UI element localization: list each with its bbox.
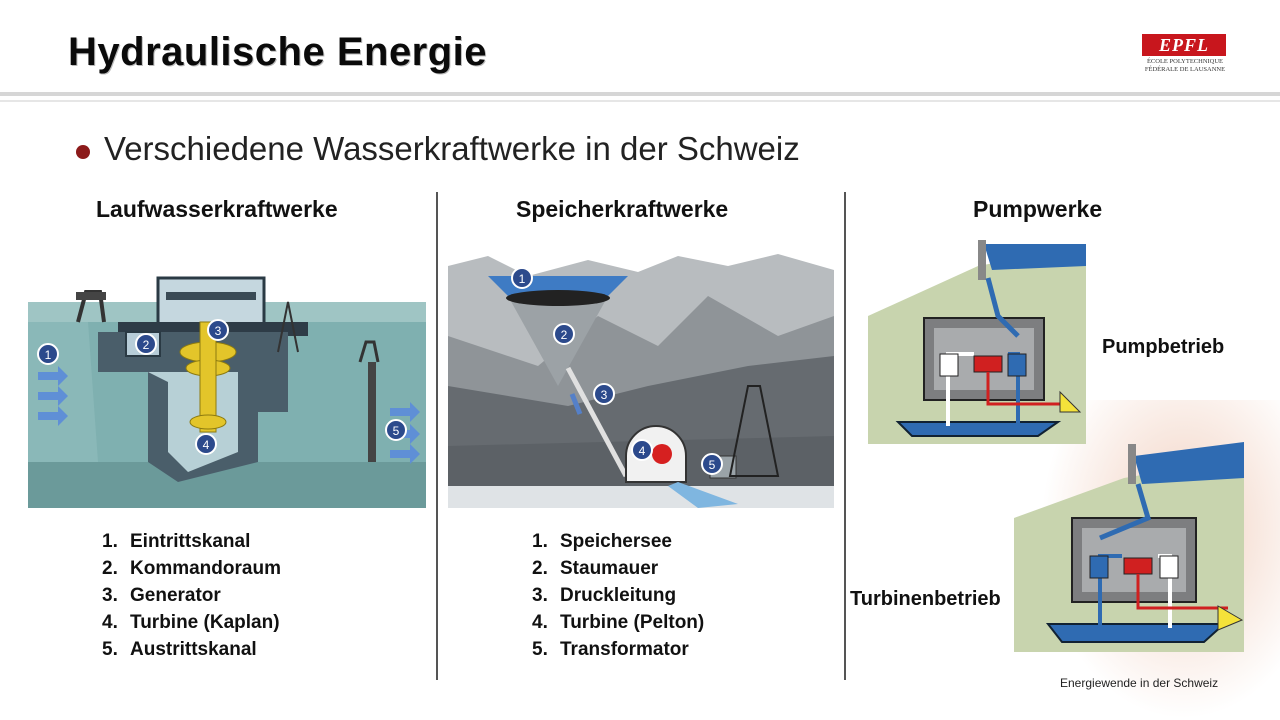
marker-5: 5: [701, 453, 723, 475]
run-of-river-diagram: 1 2 3 4 5: [28, 276, 426, 508]
storage-list: 1.Speichersee 2.Staumauer 3.Druckleitung…: [532, 528, 704, 663]
pump-mode-diagram: [868, 240, 1086, 444]
footer-text: Energiewende in der Schweiz: [1060, 676, 1219, 690]
col-title-storage: Speicherkraftwerke: [516, 196, 729, 222]
svg-text:3: 3: [601, 388, 608, 402]
svg-text:4: 4: [203, 438, 210, 452]
marker-3: 3: [207, 319, 229, 341]
turbine-mode-diagram: [1014, 442, 1244, 652]
column-divider: [436, 192, 438, 680]
marker-2: 2: [553, 323, 575, 345]
turbine-mode-label: Turbinenbetrieb: [850, 588, 1001, 610]
run-of-river-list: 1.Eintrittskanal 2.Kommandoraum 3.Genera…: [102, 528, 281, 663]
list-item: 1.Eintrittskanal: [102, 531, 251, 552]
header-rule: [0, 92, 1280, 96]
col-title-run-of-river: Laufwasserkraftwerke: [96, 196, 338, 222]
slide-title: Hydraulische Energie: [68, 30, 488, 74]
marker-5: 5: [385, 419, 407, 441]
svg-text:1: 1: [519, 272, 526, 286]
marker-4: 4: [195, 433, 217, 455]
svg-text:4: 4: [639, 444, 646, 458]
epfl-logo: EPFL ÉCOLE POLYTECHNIQUE FÉDÉRALE DE LAU…: [1142, 34, 1228, 76]
svg-text:2: 2: [561, 328, 568, 342]
marker-1: 1: [511, 267, 533, 289]
slide-subtitle: Verschiedene Wasserkraftwerke in der Sch…: [104, 130, 800, 167]
svg-text:2: 2: [143, 338, 150, 352]
marker-1: 1: [37, 343, 59, 365]
list-item: 4.Turbine (Pelton): [532, 612, 705, 633]
list-item: 5.Transformator: [532, 639, 689, 660]
marker-3: 3: [593, 383, 615, 405]
list-item: 2.Kommandoraum: [102, 558, 281, 579]
list-item: 4.Turbine (Kaplan): [102, 612, 280, 633]
logo-subtitle: ÉCOLE POLYTECHNIQUE FÉDÉRALE DE LAUSANNE: [1144, 58, 1226, 73]
svg-text:3: 3: [215, 324, 222, 338]
bullet-dot: [76, 145, 90, 159]
list-item: 1.Speichersee: [532, 531, 672, 552]
pump-mode-label: Pumpbetrieb: [1102, 336, 1225, 358]
svg-text:5: 5: [393, 424, 400, 438]
list-item: 3.Generator: [102, 585, 221, 606]
svg-text:5: 5: [709, 458, 716, 472]
col-title-pumped: Pumpwerke: [973, 196, 1103, 222]
svg-text:1: 1: [45, 348, 52, 362]
marker-4: 4: [631, 439, 653, 461]
storage-plant-diagram: 1 2 3 4 5: [448, 246, 834, 508]
list-item: 5.Austrittskanal: [102, 639, 257, 660]
list-item: 2.Staumauer: [532, 558, 659, 579]
header-rule-thin: [0, 100, 1280, 102]
logo-mark: EPFL: [1142, 34, 1226, 56]
list-item: 3.Druckleitung: [532, 585, 677, 606]
column-divider: [844, 192, 846, 680]
marker-2: 2: [135, 333, 157, 355]
